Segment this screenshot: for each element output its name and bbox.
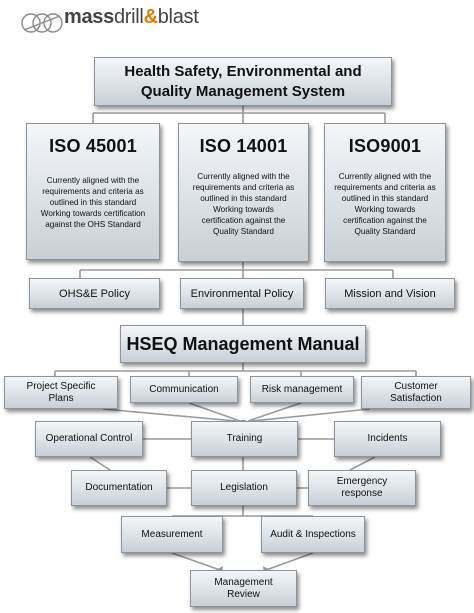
environmental-policy-box: Environmental Policy — [180, 278, 304, 309]
audit-inspections-box: Audit & Inspections — [261, 516, 365, 553]
connector — [265, 552, 314, 571]
documentation-box: Documentation — [71, 470, 167, 506]
box-line: Management — [214, 576, 273, 588]
desc-line: Currently aligned with the — [338, 172, 432, 181]
desc-line: Working towards certification — [40, 209, 146, 218]
emergency-response-box: Emergency response — [308, 470, 416, 506]
desc-line: Currently aligned with the — [197, 172, 290, 181]
customer-satisfaction-box: Customer Satisfaction — [361, 376, 471, 409]
mission-vision-box: Mission and Vision — [325, 278, 455, 309]
system-title-line1: Health Safety, Environmental and — [124, 62, 362, 80]
legislation-box: Legislation — [191, 470, 297, 506]
desc-line: against the OHS Standard — [45, 220, 141, 229]
iso-14001-title: ISO 14001 — [199, 136, 288, 156]
communication-box: Communication — [130, 376, 238, 403]
iso-14001-description: Currently aligned with the requirements … — [187, 171, 300, 237]
desc-line: certification against the — [343, 216, 427, 225]
desc-line: Currently aligned with the — [46, 176, 140, 185]
desc-line: certification against the — [201, 216, 286, 225]
project-specific-plans-box: Project Specific Plans — [4, 376, 118, 409]
incidents-box: Incidents — [334, 421, 441, 457]
company-logo-icon — [21, 13, 63, 33]
hseq-manual-box: HSEQ Management Manual — [120, 325, 366, 363]
operational-control-box: Operational Control — [35, 421, 143, 457]
iso-14001-box: ISO 14001 Currently aligned with the req… — [178, 123, 309, 262]
connector — [89, 456, 111, 471]
box-line: Review — [227, 588, 260, 600]
desc-line: requirements and criteria as — [192, 183, 295, 192]
box-line: response — [341, 488, 383, 499]
iso-9001-description: Currently aligned with the requirements … — [328, 171, 441, 237]
desc-line: Working towards — [354, 205, 416, 214]
connector — [349, 456, 376, 471]
box-line: Project Specific — [26, 380, 96, 392]
company-logo-text: massdrill&blast — [64, 6, 199, 28]
desc-line: outlined in this standard — [49, 198, 137, 207]
iso-45001-description: Currently aligned with the requirements … — [35, 175, 152, 230]
desc-line: Quality Standard — [212, 227, 274, 236]
connector — [171, 552, 221, 571]
connector — [251, 408, 371, 422]
box-line: Plans — [48, 392, 74, 404]
desc-line: outlined in this standard — [200, 194, 287, 203]
management-review-box: Management Review — [190, 570, 297, 607]
iso-45001-title: ISO 45001 — [49, 136, 137, 156]
ohse-policy-box: OHS&E Policy — [29, 278, 160, 309]
connector — [247, 402, 302, 422]
desc-line: requirements and criteria as — [42, 187, 144, 196]
measurement-box: Measurement — [121, 516, 223, 553]
desc-line: requirements and criteria as — [334, 183, 436, 192]
desc-line: outlined in this standard — [341, 194, 429, 203]
system-title-line2: Quality Management System — [140, 82, 346, 100]
desc-line: Working towards — [213, 205, 274, 214]
box-line: Satisfaction — [390, 392, 442, 404]
iso-9001-title: ISO9001 — [348, 136, 422, 156]
hseq-system-box: Health Safety, Environmental and Quality… — [94, 57, 392, 106]
connector — [102, 408, 237, 422]
training-box: Training — [191, 421, 298, 457]
box-line: Emergency — [336, 476, 388, 487]
box-line: Customer — [394, 380, 438, 392]
desc-line: Quality Standard — [354, 227, 416, 236]
iso-9001-box: ISO9001 Currently aligned with the requi… — [324, 123, 446, 262]
risk-management-box: Risk management — [250, 376, 354, 403]
connector — [188, 402, 241, 422]
iso-45001-box: ISO 45001 Currently aligned with the req… — [26, 123, 160, 260]
